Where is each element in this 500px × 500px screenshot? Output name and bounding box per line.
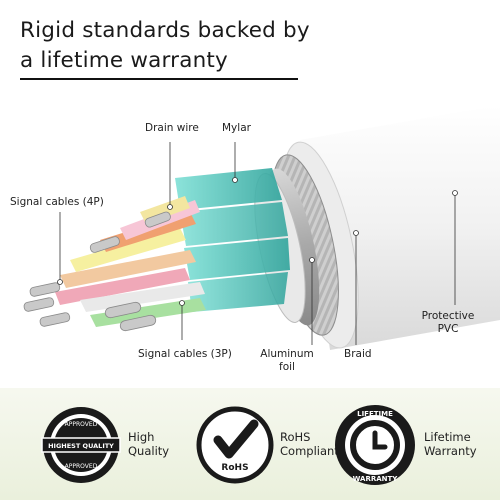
badge-label-high-quality-line-1: High: [128, 430, 155, 444]
badge-label-lifetime-warranty-line-1: Lifetime: [424, 430, 471, 444]
seal-top-text: APPROVED: [65, 421, 98, 428]
headline-underline: [20, 78, 298, 80]
callout-signal-cables-3p: Signal cables (3P): [138, 348, 232, 360]
exposed-strands: [23, 211, 171, 332]
callout-mylar: Mylar: [222, 122, 251, 134]
callout-protective-pvc-line-1: Protective: [421, 310, 475, 322]
warranty-seal-top-text: LIFETIME: [357, 410, 393, 418]
warranty-seal-bottom-text: WARRANTY: [353, 475, 399, 483]
callout-signal-cables-4p: Signal cables (4P): [10, 196, 104, 208]
badge-label-lifetime-warranty-line-2: Warranty: [424, 444, 477, 458]
badge-label-high-quality-line-2: Quality: [128, 444, 170, 458]
callout-drain-wire: Drain wire: [145, 122, 199, 134]
feature-badges-band: APPROVED HIGHEST QUALITY APPROVED High Q…: [0, 388, 500, 500]
callout-leaders: [57, 142, 458, 345]
headline: Rigid standards backed by a lifetime war…: [20, 16, 480, 76]
callout-protective-pvc-line-2: PVC: [437, 323, 459, 335]
callout-braid: Braid: [344, 348, 372, 360]
seal-bottom-text: APPROVED: [65, 463, 98, 470]
rohs-seal-text: RoHS: [221, 463, 248, 473]
cable-diagram: [23, 105, 500, 350]
badge-label-rohs: RoHS Compliant: [280, 430, 339, 458]
lifetime-warranty-seal-icon: LIFETIME WARRANTY: [335, 405, 415, 485]
badge-label-high-quality: High Quality: [128, 430, 169, 458]
headline-line-1: Rigid standards backed by: [20, 18, 310, 43]
badge-label-rohs-line-1: RoHS: [280, 430, 311, 444]
rohs-check-icon: RoHS: [196, 406, 274, 484]
callout-aluminum-foil: Aluminum foil: [258, 348, 316, 374]
callout-aluminum-foil-line-1: Aluminum: [260, 348, 314, 360]
headline-line-2: a lifetime warranty: [20, 48, 228, 73]
badge-label-lifetime-warranty: Lifetime Warranty: [424, 430, 477, 458]
mylar-shielded-pairs: [175, 168, 290, 312]
seal-banner-text: HIGHEST QUALITY: [48, 442, 114, 450]
callout-aluminum-foil-line-2: foil: [279, 361, 295, 373]
approved-seal-icon: APPROVED HIGHEST QUALITY APPROVED: [41, 407, 121, 483]
callout-protective-pvc: Protective PVC: [420, 310, 476, 336]
badge-label-rohs-line-2: Compliant: [280, 444, 339, 458]
